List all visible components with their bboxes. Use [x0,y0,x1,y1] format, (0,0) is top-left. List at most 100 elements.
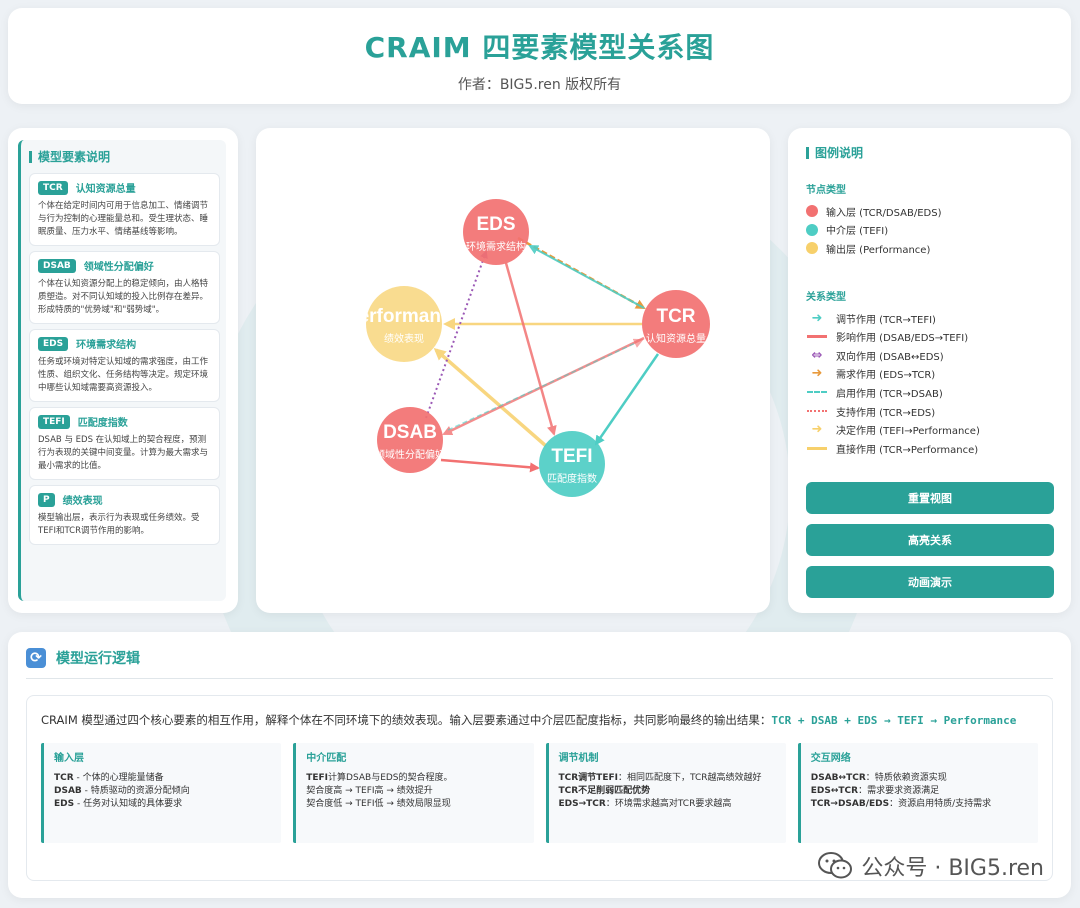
logic-flow: TCR + DSAB + EDS → TEFI → Performance [771,714,1017,727]
logic-column-line: 契合度高 → TEFI高 → 绩效提升 [306,786,433,796]
element-name: 认知资源总量 [75,184,136,195]
logic-column-line: DSAB - 特质驱动的资源分配倾向 [54,786,190,796]
edge-eds-tefi[interactable] [504,262,557,436]
node-label: TCR [656,306,695,327]
element-desc: 任务或环境对特定认知域的需求强度，由工作性质、组织文化、任务结构等决定。规定环境… [38,357,209,393]
title-bar-decoration [806,146,809,159]
element-desc: 个体在认知资源分配上的稳定倾向，由人格特质塑造。对不同认知域的投入比例存在差异。… [38,279,209,315]
logic-column-title: 输入层 [54,753,84,764]
logic-column-line: TCR不足削弱匹配优势 [558,786,651,796]
logic-column: 中介匹配 TEFI计算DSAB与EDS的契合程度。契合度高 → TEFI高 → 绩… [293,743,534,843]
legend-relation-type: ➜决定作用 (TEFI→Performance) [806,420,1053,439]
legend-relation-label: 影响作用 (DSAB/EDS→TEFI) [836,333,969,345]
legend-node-dot [806,205,818,218]
element-card-dsab: DSAB 领域性分配偏好个体在认知资源分配上的稳定倾向，由人格特质塑造。对不同认知… [29,251,220,324]
element-name: 匹配度指数 [77,418,128,429]
logic-panel: ⟳ 模型运行逻辑 CRAIM 模型通过四个核心要素的相互作用，解释个体在不同环境… [8,632,1071,898]
node-circle[interactable] [642,290,710,358]
edge-dsab-tcr[interactable] [447,338,644,431]
legend-relation-type: ⇔ 双向作用 (DSAB↔EDS) [806,346,1053,365]
logic-column-line: EDS→TCR：环境需求越高对TCR要求越高 [558,799,732,809]
node-sublabel: 认知资源总量 [646,332,706,345]
legend-buttons: 重置视图 高亮关系 动画演示 [806,481,1054,598]
node-circle[interactable] [377,407,443,473]
legend-node-label: 输入层 (TCR/DSAB/EDS) [826,207,942,219]
logic-column-line: DSAB↔TCR：特质依赖资源实现 [810,773,947,783]
legend-relation-label: 支持作用 (TCR→EDS) [836,407,936,419]
logic-column-line: EDS↔TCR：需求要求资源满足 [810,786,940,796]
element-card-head: DSAB 领域性分配偏好 [38,258,211,273]
relation-symbol-icon: ⇔ [811,347,823,363]
legend-node-type: 输出层 (Performance) [806,239,1053,258]
logic-column-title: 调节机制 [558,753,599,764]
element-name: 环境需求结构 [76,340,137,351]
legend-relation-type: 支持作用 (TCR→EDS) [806,402,1053,421]
reset-view-button[interactable]: 重置视图 [806,481,1054,514]
element-name: 领域性分配偏好 [83,262,154,273]
animate-demo-button[interactable]: 动画演示 [806,565,1054,598]
logic-column-title: 中介匹配 [306,753,347,764]
element-tag: TCR [38,180,68,195]
legend-node-type: 输入层 (TCR/DSAB/EDS) [806,202,1053,221]
node-label: EDS [476,214,515,235]
legend-relation-label: 双向作用 (DSAB↔EDS) [836,351,944,363]
logic-column-line: TCR调节TEFI：相同匹配度下，TCR越高绩效越好 [558,773,762,783]
wechat-watermark: 公众号 · BIG5.ren [817,850,1044,882]
node-label: Performance [346,306,462,327]
edge-tcr-eds[interactable] [528,245,645,309]
legend-node-label: 输出层 (Performance) [826,244,931,256]
node-tcr[interactable]: TCR 认知资源总量 [642,290,710,358]
title-bar-decoration [29,150,32,163]
legend-node-dot [806,223,818,236]
element-tag: EDS [38,336,69,351]
relation-symbol-icon [806,391,828,394]
legend-node-dot [806,242,818,255]
elements-panel-title: 模型要素说明 [29,148,220,165]
legend-node-type: 中介层 (TEFI) [806,221,1053,240]
legend-relation-label: 调节作用 (TCR→TEFI) [836,314,936,326]
element-desc: 模型输出层，表示行为表现或任务绩效。受TEFI和TCR调节作用的影响。 [38,513,200,536]
edge-tefi-performance[interactable] [433,348,548,448]
logic-column-line: EDS - 任务对认知域的具体要求 [54,799,183,809]
element-desc: DSAB 与 EDS 在认知域上的契合程度，预测行为表现的关键中间变量。计算为最… [38,435,209,471]
logic-intro: CRAIM 模型通过四个核心要素的相互作用，解释个体在不同环境下的绩效表现。输入… [41,713,1017,727]
legend-relation-label: 直接作用 (TCR→Performance) [836,444,979,456]
relation-symbol-icon: ➜ [811,366,823,382]
element-card-head: EDS 环境需求结构 [38,336,211,351]
node-sublabel: 匹配度指数 [547,472,597,485]
legend-node-label: 中介层 (TEFI) [826,226,889,238]
node-sublabel: 领域性分配偏好 [375,448,445,461]
edge-tcr-tefi[interactable] [594,353,660,446]
refresh-icon: ⟳ [26,648,46,668]
edge-dsab-tefi[interactable] [440,458,540,473]
logic-column-line: TCR→DSAB/EDS：资源启用特质/支持需求 [810,799,992,809]
element-tag: DSAB [38,258,76,273]
legend-relation-label: 决定作用 (TEFI→Performance) [836,426,980,438]
highlight-relations-button[interactable]: 高亮关系 [806,523,1054,556]
node-types-list: 输入层 (TCR/DSAB/EDS) 中介层 (TEFI) 输出层 (Perform… [806,202,1053,258]
logic-title: ⟳ 模型运行逻辑 [26,648,1053,679]
logic-box: CRAIM 模型通过四个核心要素的相互作用，解释个体在不同环境下的绩效表现。输入… [26,695,1053,881]
node-circle[interactable] [463,199,529,265]
page-title: CRAIM 四要素模型关系图 [364,31,715,64]
logic-column-line: TEFI计算DSAB与EDS的契合程度。 [306,773,453,783]
node-circle[interactable] [539,431,605,497]
element-card-head: TCR 认知资源总量 [38,180,211,195]
node-circle[interactable] [366,286,442,362]
legend-relation-type: ➜调节作用 (TCR→TEFI) [806,309,1053,328]
